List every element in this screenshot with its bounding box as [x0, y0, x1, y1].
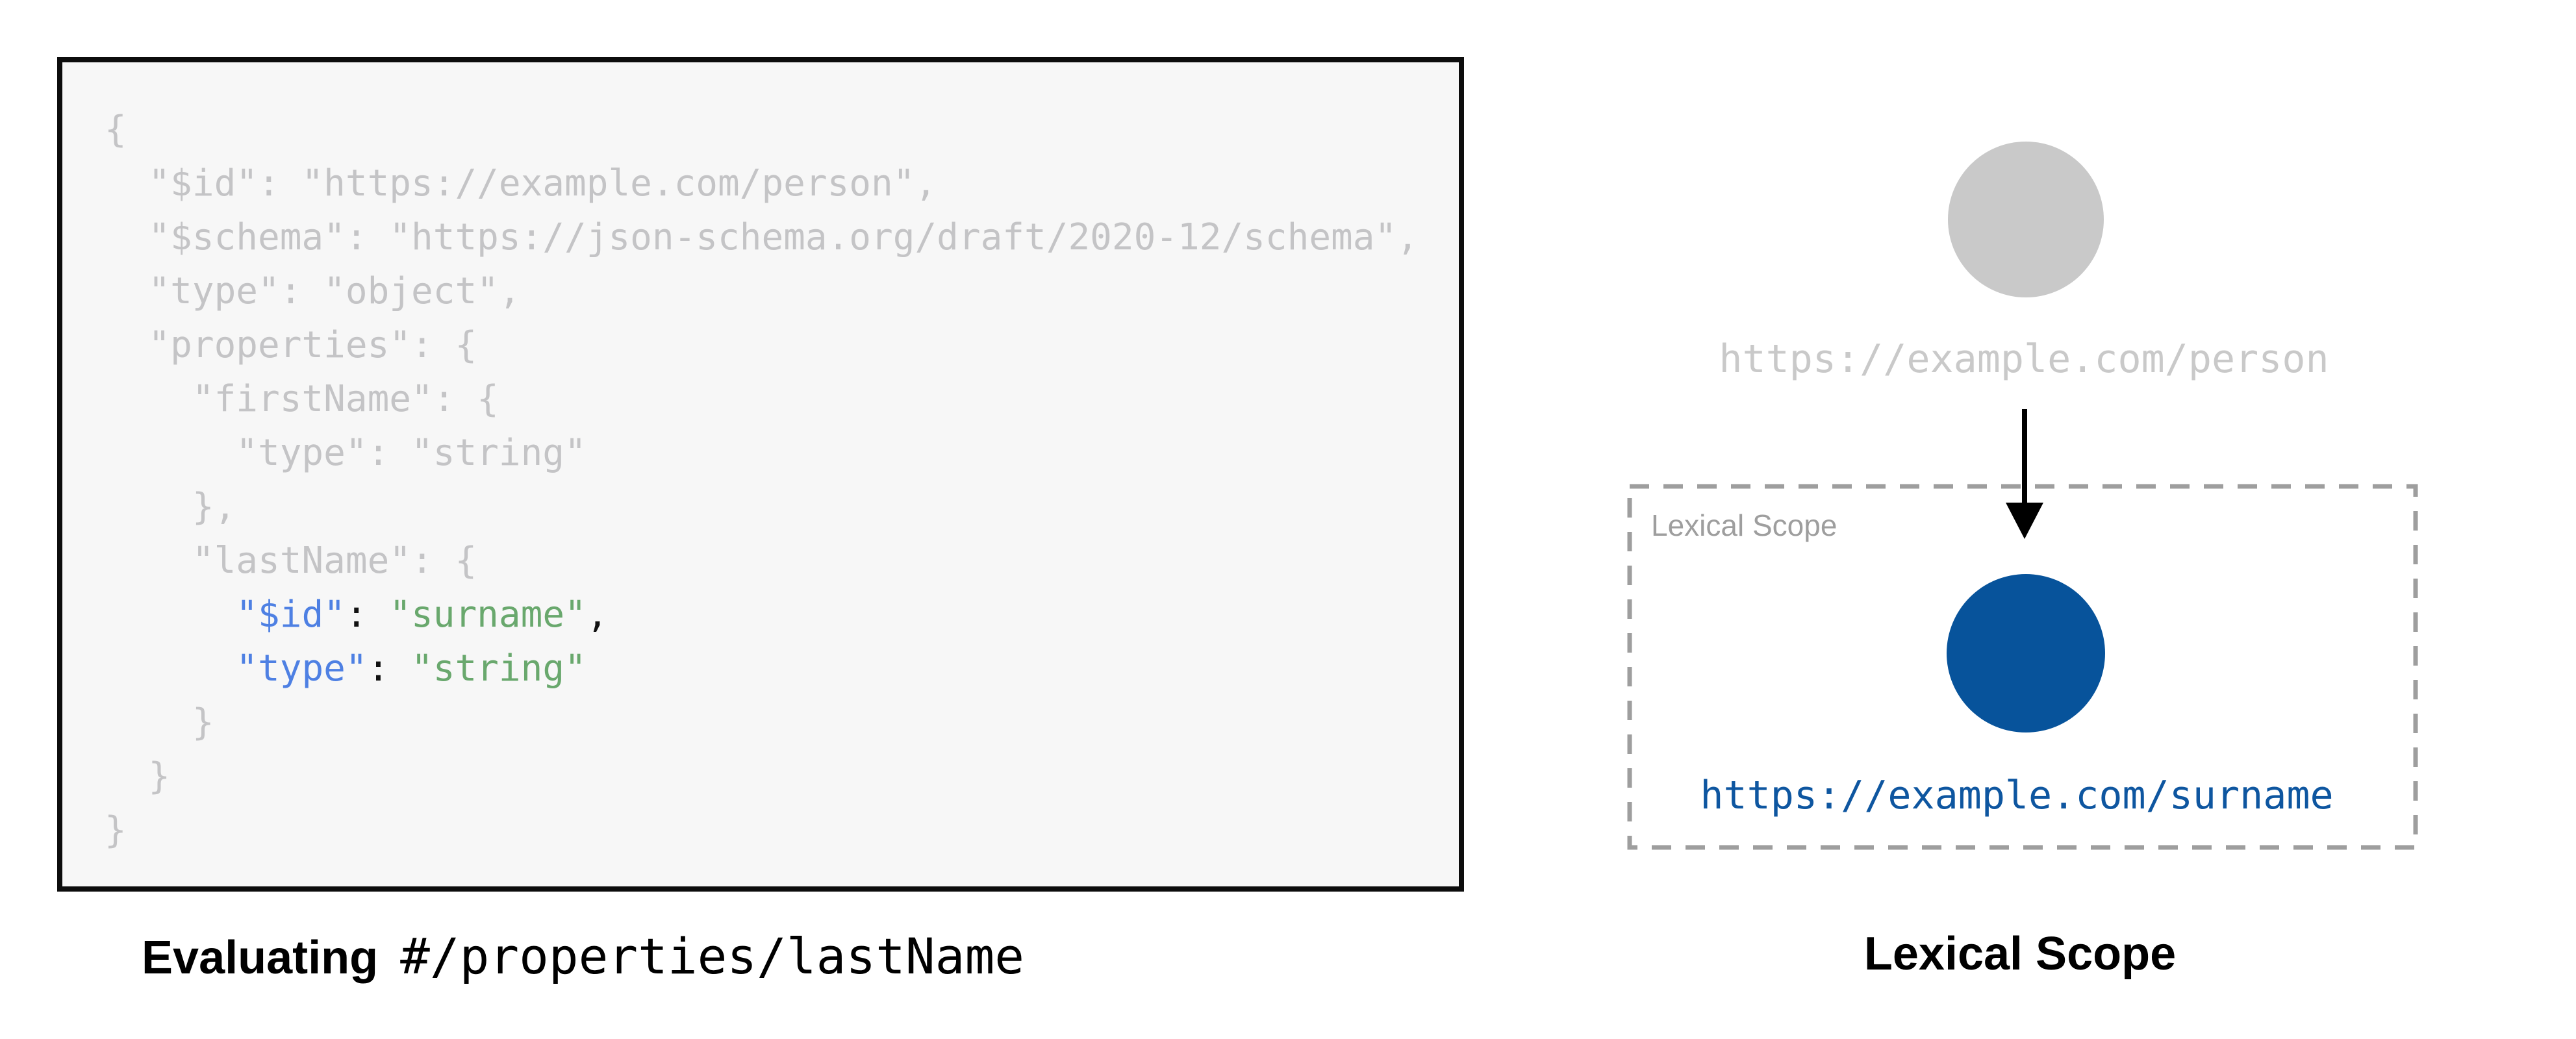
lexical-scope-box-label: Lexical Scope	[1651, 508, 1837, 542]
person-uri-label: https://example.com/person	[1719, 336, 2329, 382]
code-line: "type": "object",	[105, 270, 521, 312]
code-line: "$id": "https://example.com/person",	[105, 162, 937, 205]
code-line: }	[105, 809, 127, 851]
surname-uri-label: https://example.com/surname	[1700, 773, 2334, 818]
json-schema-code-block: { "$id": "https://example.com/person", "…	[57, 57, 1464, 892]
code-line: "firstName": {	[105, 378, 499, 420]
code-line: "type": "string"	[236, 647, 587, 690]
code-line: {	[105, 108, 127, 151]
arrow-down-icon	[2006, 409, 2043, 539]
code-line: }	[105, 755, 171, 797]
code-line: "properties": {	[105, 324, 477, 366]
right-caption: Lexical Scope	[1863, 928, 2177, 980]
code-line: "$id": "surname",	[236, 594, 609, 636]
left-caption-json-pointer: #/properties/lastName	[400, 927, 1024, 985]
person-node-circle	[1948, 142, 2104, 297]
left-caption-prefix: Evaluating	[142, 932, 379, 984]
code-line: "$schema": "https://json-schema.org/draf…	[105, 216, 1419, 258]
left-caption: Evaluating #/properties/lastName	[142, 927, 1024, 985]
code-line: "type": "string"	[105, 432, 587, 474]
code-line: },	[105, 486, 236, 528]
lexical-scope-box	[1627, 484, 2418, 850]
code-lines: { "$id": "https://example.com/person", "…	[62, 62, 1459, 857]
code-line: "lastName": {	[105, 540, 477, 582]
surname-node-circle	[1947, 574, 2105, 732]
code-line: }	[105, 701, 214, 744]
